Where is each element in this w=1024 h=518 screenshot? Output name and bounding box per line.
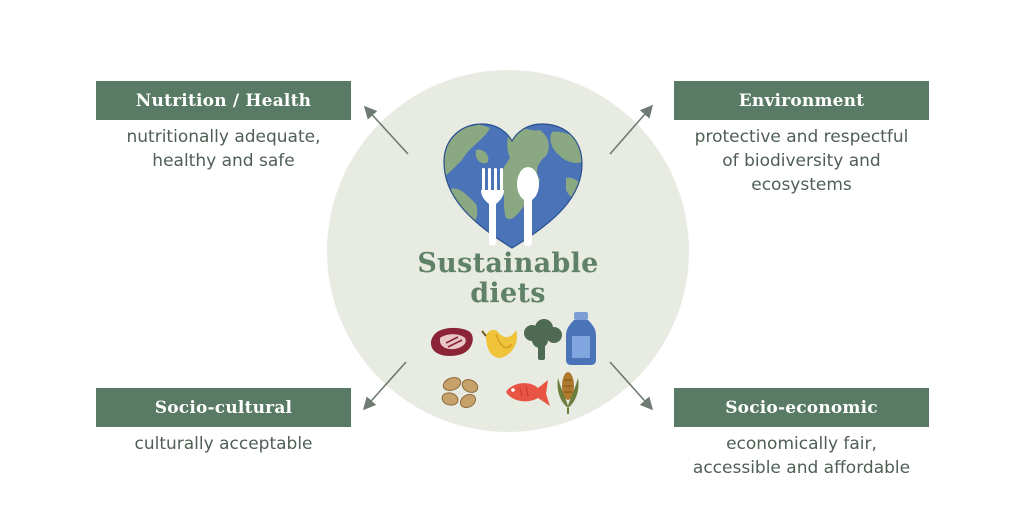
socio-cultural-description: culturally acceptable: [96, 432, 351, 456]
center-title: Sustainable diets: [378, 249, 638, 309]
arrow-socio-economic: [609, 361, 654, 411]
milk-bottle-icon: [566, 312, 596, 365]
socio-cultural-box: Socio-cultural: [96, 388, 351, 427]
arrow-socio-cultural: [362, 361, 407, 411]
socio-economic-desc-line1: economically fair,: [726, 434, 877, 454]
corn-icon: [557, 372, 579, 414]
arrow-nutrition: [363, 105, 409, 155]
socio-cultural-desc-line1: culturally acceptable: [134, 434, 313, 454]
environment-desc-line3: ecosystems: [751, 175, 852, 195]
spoon-icon: [517, 167, 539, 246]
fish-icon: [506, 380, 550, 406]
banana-icon: [481, 329, 518, 358]
center-title-line2: diets: [470, 278, 546, 309]
nutrition-health-label: Nutrition / Health: [135, 90, 312, 111]
environment-box: Environment: [674, 81, 929, 120]
nutrition-health-description: nutritionally adequate, healthy and safe: [96, 125, 351, 173]
steak-icon: [430, 327, 473, 356]
nutrition-desc-line2: healthy and safe: [152, 151, 295, 171]
nutrition-desc-line1: nutritionally adequate,: [126, 127, 321, 147]
beans-icon: [441, 377, 479, 409]
socio-economic-description: economically fair, accessible and afford…: [674, 432, 929, 480]
socio-economic-box: Socio-economic: [674, 388, 929, 427]
socio-economic-desc-line2: accessible and affordable: [692, 458, 911, 478]
environment-desc-line2: of biodiversity and: [722, 151, 881, 171]
arrow-environment: [609, 104, 654, 155]
socio-cultural-label: Socio-cultural: [154, 397, 293, 418]
fork-icon: [481, 168, 504, 246]
nutrition-health-box: Nutrition / Health: [96, 81, 351, 120]
center-title-line1: Sustainable: [417, 248, 599, 279]
environment-desc-line1: protective and respectful: [694, 127, 909, 147]
socio-economic-label: Socio-economic: [725, 397, 878, 418]
environment-description: protective and respectful of biodiversit…: [674, 125, 929, 197]
environment-label: Environment: [738, 90, 865, 111]
broccoli-icon: [524, 319, 562, 360]
